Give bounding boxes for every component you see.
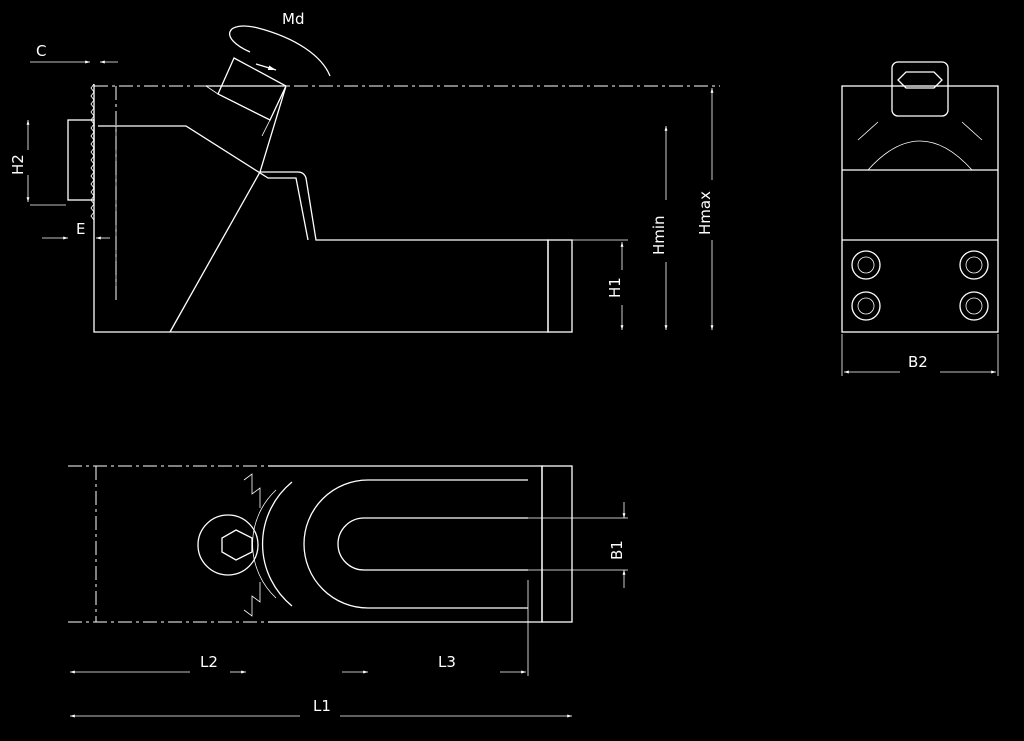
label-h1: H1 — [606, 277, 624, 298]
dimension-h1: H1 — [606, 242, 624, 330]
label-hmax: Hmax — [696, 191, 714, 235]
label-l2: L2 — [200, 653, 218, 671]
label-l1: L1 — [313, 697, 331, 715]
top-screw — [891, 61, 949, 117]
clamp-body — [93, 84, 549, 333]
dimension-b2: B2 — [841, 334, 999, 376]
label-b1: B1 — [608, 540, 626, 560]
label-b2: B2 — [908, 353, 928, 371]
label-md: Md — [282, 10, 304, 28]
top-end-cap — [541, 465, 573, 623]
jaw-teeth — [90, 83, 95, 221]
hex-socket-icon — [221, 529, 253, 561]
end-view-body — [841, 85, 999, 333]
side-view — [67, 25, 720, 333]
top-screw — [197, 514, 259, 576]
wedge-top — [98, 125, 309, 241]
dimension-l2: L2 — [70, 653, 246, 674]
serrated-jaw — [67, 119, 95, 201]
label-h2: H2 — [9, 154, 27, 175]
top-body — [268, 465, 543, 623]
screw-icon — [959, 291, 989, 321]
dimension-hmin: Hmin — [650, 126, 668, 330]
label-hmin: Hmin — [650, 215, 668, 255]
label-l3: L3 — [438, 653, 456, 671]
screw-icon — [851, 250, 881, 280]
dimension-hmax: Hmax — [696, 88, 714, 330]
dimension-l3: L3 — [342, 653, 526, 674]
mounting-screws — [851, 250, 989, 321]
label-e: E — [76, 220, 85, 238]
dimension-e: E — [42, 220, 110, 240]
torque-arc — [229, 25, 331, 77]
screw-icon — [959, 250, 989, 280]
u-slot — [303, 479, 528, 609]
dimension-b1: B1 — [608, 502, 626, 588]
dimension-h2: H2 — [9, 120, 66, 206]
dimension-l1: L1 — [70, 697, 572, 718]
wedge-edge — [169, 171, 261, 333]
screw-icon — [851, 291, 881, 321]
top-view — [68, 465, 628, 676]
screw-head — [217, 57, 287, 121]
hex-socket-icon — [897, 71, 943, 89]
dimension-c: C — [30, 42, 118, 64]
end-view — [841, 61, 999, 333]
end-cap — [547, 239, 573, 333]
label-c: C — [36, 42, 46, 60]
